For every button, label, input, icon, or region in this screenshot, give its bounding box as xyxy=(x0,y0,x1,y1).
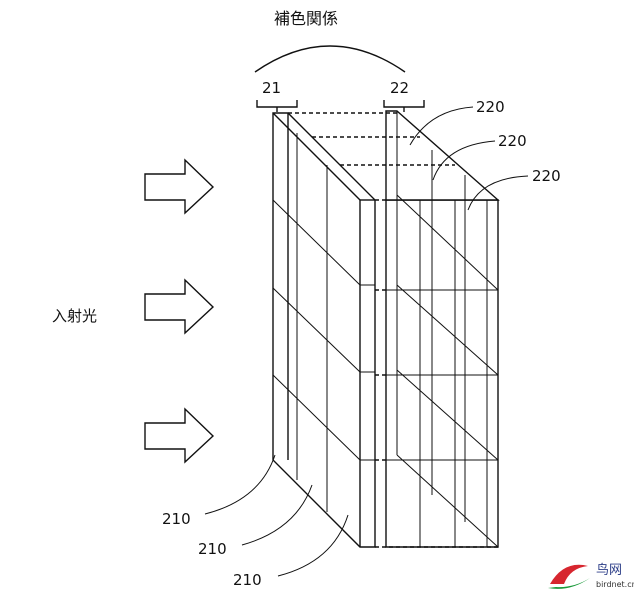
filter-plate-21 xyxy=(272,112,376,548)
plate-22-label: 22 xyxy=(390,79,409,97)
plate-21-label: 21 xyxy=(262,79,281,97)
incident-light-arrows xyxy=(144,158,215,464)
ref-220-a: 220 xyxy=(476,98,505,116)
incident-light-label: 入射光 xyxy=(52,307,97,325)
ref-220-b: 220 xyxy=(498,132,527,150)
plate-22-bracket xyxy=(383,100,425,112)
svg-text:鸟网: 鸟网 xyxy=(596,562,622,578)
relation-arc xyxy=(254,45,406,73)
complementary-relation-title: 補色関係 xyxy=(274,9,338,28)
filter-plate-22 xyxy=(385,110,500,548)
watermark-logo: 鸟网 birdnet.cn xyxy=(544,554,637,594)
ref-210-c: 210 xyxy=(233,571,262,589)
ref-210-a: 210 xyxy=(162,510,191,528)
arrow-bottom xyxy=(144,407,215,464)
arrow-middle xyxy=(144,278,215,335)
plate-22-front-face xyxy=(385,199,499,548)
plate-22-side xyxy=(385,110,500,201)
svg-text:birdnet.cn: birdnet.cn xyxy=(596,580,634,589)
dashed-guides xyxy=(288,112,498,548)
ref-220-c: 220 xyxy=(532,167,561,185)
arrow-top xyxy=(144,158,215,215)
ref-210-b: 210 xyxy=(198,540,227,558)
plate-21-bracket xyxy=(256,100,298,112)
bird-logo-icon: 鸟网 birdnet.cn xyxy=(548,562,637,589)
